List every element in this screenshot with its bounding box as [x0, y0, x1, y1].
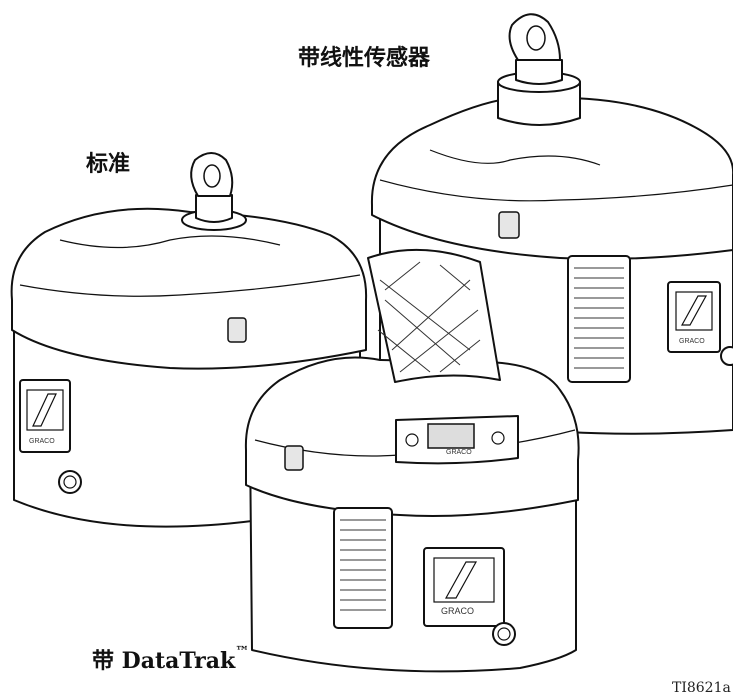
- graco-logo-text: GRACO: [441, 606, 474, 616]
- graco-left-logo-text: GRACO: [29, 438, 55, 445]
- graco-right-logo-text: GRACO: [679, 338, 705, 345]
- figure-id: TI8621a: [672, 680, 731, 696]
- datatrak-label-text: 带 DataTrak: [92, 648, 236, 674]
- datatrak-unit: [244, 248, 580, 673]
- standard-label: 标准: [86, 151, 131, 177]
- datatrak-label: 带 DataTrak™: [92, 643, 249, 675]
- graco-display-logo-text: GRACO: [446, 449, 472, 456]
- trademark-symbol: ™: [235, 643, 250, 660]
- linear-sensor-label: 带线性传感器: [298, 45, 431, 71]
